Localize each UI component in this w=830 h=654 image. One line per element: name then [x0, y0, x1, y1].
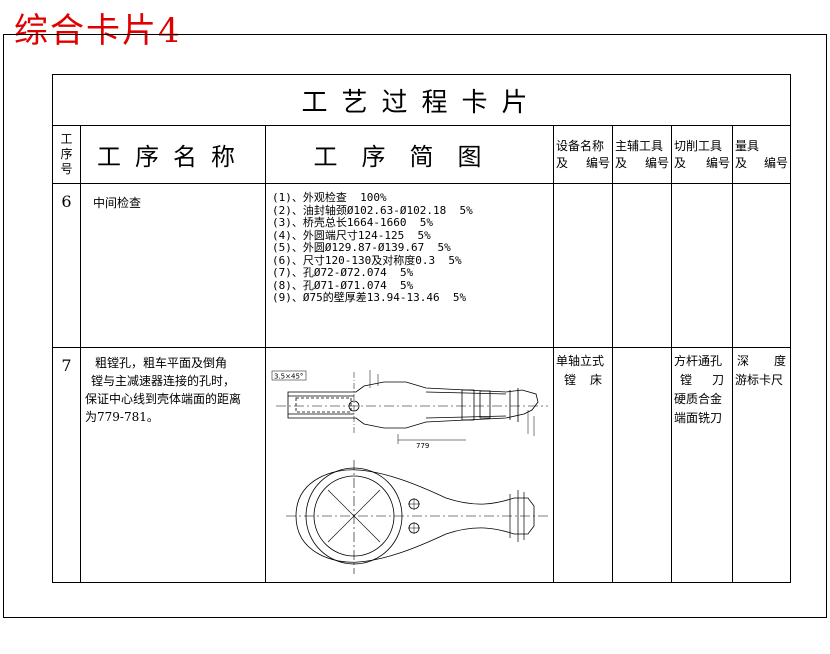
header-equipment: 设备名称 及编号 — [553, 125, 613, 184]
row6-gauge — [731, 183, 792, 348]
row6-aux-tool — [612, 183, 672, 348]
header-seq: 工序号 — [52, 125, 81, 184]
outer-frame — [3, 34, 827, 618]
inspection-item: (4)、外圆端尺寸124-125 5% — [272, 228, 431, 242]
row7-diagram: 3.5×45° 779 — [265, 347, 554, 583]
length-dimension: 779 — [416, 442, 429, 450]
inspection-item: (6)、尺寸120-130及对称度0.3 5% — [272, 253, 462, 267]
header-operation-diagram: 工序简图 — [265, 125, 554, 184]
row6-name: 中间检查 — [80, 183, 266, 348]
row6-inspection-list: (1)、外观检查 100%(2)、油封轴颈Ø102.63-Ø102.18 5%(… — [265, 183, 554, 348]
row7-aux-tool — [612, 347, 672, 583]
inspection-item: (5)、外圆Ø129.87-Ø139.67 5% — [272, 241, 451, 254]
inspection-item: (3)、桥壳总长1664-1660 5% — [272, 216, 433, 229]
card-title: 工艺过程卡片 — [51, 74, 792, 126]
inspection-item: (1)、外观检查 100% — [272, 191, 387, 204]
inspection-item: (7)、孔Ø72-Ø72.074 5% — [272, 266, 414, 279]
chamfer-dimension: 3.5×45° — [274, 373, 303, 381]
header-gauge: 量具 及编号 — [731, 125, 792, 184]
row7-name: 粗镗孔，粗车平面及倒角 镗与主减速器连接的孔时， 保证中心线到壳体端面的距离 为… — [80, 347, 266, 583]
header-aux-tool: 主辅工具 及编号 — [612, 125, 672, 184]
row6-cut-tool — [671, 183, 733, 348]
row7-equipment: 单轴立式 镗床 — [553, 347, 613, 583]
header-cut-tool: 切削工具 及编号 — [671, 125, 733, 184]
row7-seq: 7 — [52, 347, 81, 583]
inspection-item: (2)、油封轴颈Ø102.63-Ø102.18 5% — [272, 203, 473, 217]
inspection-item: (8)、孔Ø71-Ø71.074 5% — [272, 278, 414, 292]
card-label: 综合卡片4 — [14, 11, 182, 51]
inspection-item: (9)、Ø75的壁厚差13.94-13.46 5% — [272, 291, 467, 304]
header-operation-name: 工序名称 — [80, 125, 266, 184]
row6-seq: 6 — [52, 183, 81, 348]
row7-gauge: 深度 游标卡尺 — [731, 347, 792, 583]
process-card-table: 工艺过程卡片 工序号 工序名称 工序简图 设备名称 及编号 主辅工具 及编号 切… — [51, 74, 792, 583]
axle-housing-drawing: 3.5×45° 779 — [271, 370, 548, 574]
row6-equipment — [553, 183, 613, 348]
row7-cut-tool: 方杆通孔 镗刀 硬质合金 端面铣刀 — [671, 347, 733, 583]
